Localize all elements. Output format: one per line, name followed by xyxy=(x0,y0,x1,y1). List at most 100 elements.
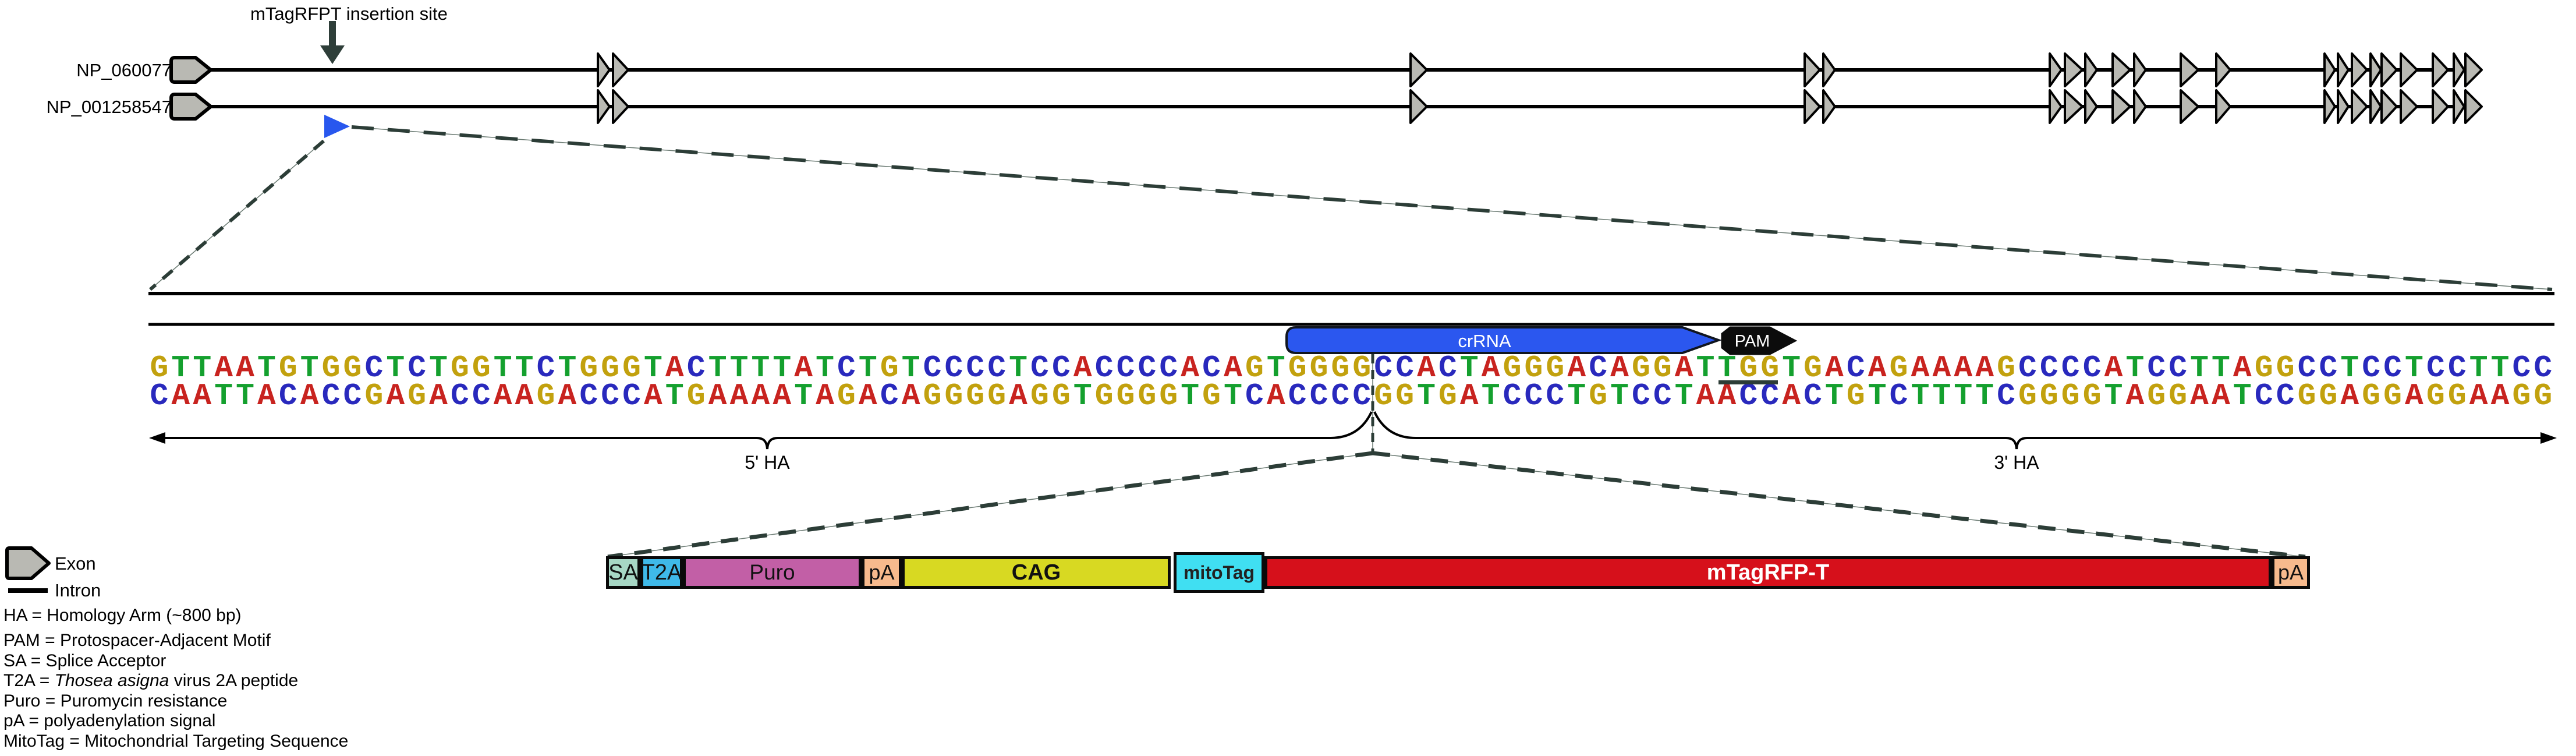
base-T: T xyxy=(386,351,405,386)
base-A: A xyxy=(1975,351,1994,386)
construct-box-mTagRFP-T: mTagRFP-T xyxy=(1264,556,2272,589)
exon-chevron xyxy=(2380,52,2398,87)
construct-box-T2A: T2A xyxy=(640,556,683,589)
legend-def-line: MitoTag = Mitochondrial Targeting Sequen… xyxy=(3,732,348,751)
base-C: C xyxy=(2447,351,2467,386)
exon-chevron xyxy=(2215,52,2231,87)
base-C: C xyxy=(2383,351,2402,386)
base-A: A xyxy=(1009,379,1027,414)
base-C: C xyxy=(1760,379,1780,414)
base-C: C xyxy=(472,379,491,414)
base-A: A xyxy=(901,379,920,414)
exon-chevron xyxy=(2323,89,2336,124)
base-A: A xyxy=(214,351,233,386)
base-A: A xyxy=(558,379,577,414)
base-C: C xyxy=(2534,351,2553,386)
base-T: T xyxy=(2212,351,2230,386)
legend-def-text: PAM = Protospacer-Adjacent Motif xyxy=(3,631,271,650)
base-C: C xyxy=(1202,351,1221,386)
base-C: C xyxy=(1395,351,1414,386)
base-A: A xyxy=(257,379,276,414)
base-T: T xyxy=(2490,351,2510,386)
legend-exon-icon xyxy=(5,546,51,580)
base-A: A xyxy=(1610,351,1629,386)
exon-chevron xyxy=(1822,89,1836,124)
exon-chevron xyxy=(2323,52,2336,87)
base-T: T xyxy=(2233,379,2252,414)
construct-box-label: T2A xyxy=(641,560,682,585)
ha3-label: 3' HA xyxy=(1994,452,2039,473)
legend-def-italic: Thosea asigna xyxy=(54,671,169,690)
construct-box-label: CAG xyxy=(1011,560,1061,585)
base-C: C xyxy=(2147,351,2166,386)
base-T: T xyxy=(1782,351,1801,386)
base-G: G xyxy=(987,379,1007,414)
ha5-label: 5' HA xyxy=(745,452,790,473)
base-G: G xyxy=(1997,351,2015,386)
base-G: G xyxy=(2297,379,2316,414)
construct-box-pA: pA xyxy=(2272,556,2310,589)
construct-box-label: pA xyxy=(869,560,895,584)
exon-chevron xyxy=(2400,89,2418,124)
base-T: T xyxy=(773,351,792,386)
base-T: T xyxy=(644,351,662,386)
base-G: G xyxy=(2362,379,2381,414)
start-exon-track-1 xyxy=(169,56,212,84)
base-C: C xyxy=(1288,379,1307,414)
base-T: T xyxy=(558,351,577,386)
exon-chevron xyxy=(2453,89,2465,124)
base-A: A xyxy=(1825,351,1844,386)
base-C: C xyxy=(1309,379,1328,414)
exon-chevron xyxy=(597,89,611,124)
base-A: A xyxy=(1567,351,1586,386)
base-G: G xyxy=(2018,379,2037,414)
base-T: T xyxy=(493,351,512,386)
base-T: T xyxy=(257,351,276,386)
legend-def-text: SA = Splice Acceptor xyxy=(3,651,166,670)
base-C: C xyxy=(1631,379,1650,414)
construct-box-label: mitoTag xyxy=(1183,561,1255,583)
base-C: C xyxy=(1116,351,1135,386)
legend-intron-label: Intron xyxy=(55,580,101,600)
construct-box-SA: SA xyxy=(606,556,640,589)
exon-chevron xyxy=(1803,89,1821,124)
base-C: C xyxy=(2082,351,2102,386)
base-C: C xyxy=(150,379,169,414)
base-C: C xyxy=(278,379,297,414)
exon-chevron xyxy=(1409,52,1428,87)
base-G: G xyxy=(2082,379,2102,414)
base-C: C xyxy=(343,379,362,414)
exon-chevron xyxy=(2049,52,2063,87)
base-G: G xyxy=(1309,351,1328,386)
base-G: G xyxy=(1760,351,1780,386)
base-A: A xyxy=(2190,379,2209,414)
base-T: T xyxy=(429,351,448,386)
base-A: A xyxy=(2104,351,2123,386)
base-G: G xyxy=(1159,379,1178,414)
base-T: T xyxy=(2340,351,2359,386)
exon-chevron xyxy=(2432,89,2449,124)
exon-chevron xyxy=(612,89,629,124)
base-G: G xyxy=(1202,379,1221,414)
base-A: A xyxy=(1782,379,1801,414)
base-T: T xyxy=(858,351,877,386)
base-T: T xyxy=(1459,351,1479,386)
base-T: T xyxy=(2190,351,2209,386)
legend-def-line: Puro = Puromycin resistance xyxy=(3,691,227,711)
base-T: T xyxy=(1009,351,1027,386)
base-T: T xyxy=(1975,379,1994,414)
base-T: T xyxy=(1868,379,1887,414)
legend-def-line: HA = Homology Arm (~800 bp) xyxy=(3,606,242,626)
base-C: C xyxy=(1846,351,1865,386)
base-T: T xyxy=(1266,351,1285,386)
exon-chevron xyxy=(2180,89,2199,124)
base-G: G xyxy=(579,351,598,386)
base-C: C xyxy=(837,351,856,386)
base-T: T xyxy=(708,351,727,386)
pam-arrow xyxy=(1721,326,1798,355)
exon-chevron xyxy=(2351,89,2368,124)
ha3-arrowhead-icon xyxy=(2540,432,2557,444)
